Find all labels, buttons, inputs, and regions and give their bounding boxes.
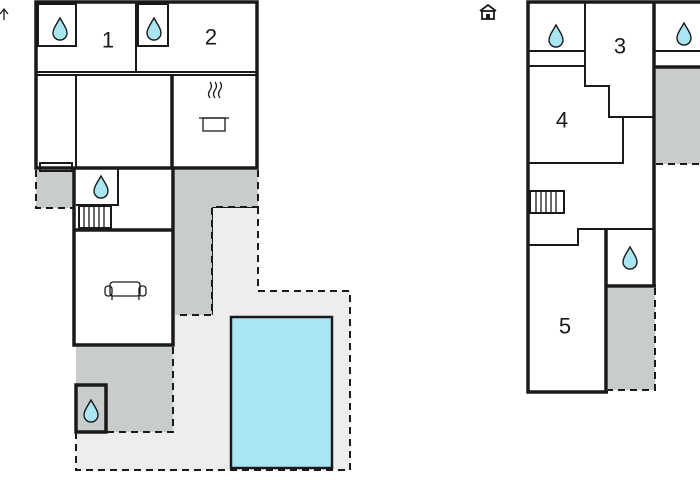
- sofa-icon: [104, 281, 147, 300]
- water-drop-icon: [548, 24, 564, 48]
- room-label-3: 3: [614, 34, 626, 59]
- cooking-pot-icon: [199, 81, 229, 132]
- stairs-icon: [78, 205, 112, 229]
- water-drop-icon: [676, 22, 692, 46]
- water-drop-icon: [52, 17, 68, 41]
- water-drop-icon: [146, 17, 162, 41]
- terrace-lower-right: [608, 288, 655, 390]
- room-label-5: 5: [559, 314, 571, 339]
- house-icon: [479, 3, 497, 20]
- room-label-2: 2: [205, 25, 217, 50]
- terrace-left: [36, 170, 74, 208]
- window: [39, 162, 73, 172]
- ground-floor: 1 2: [0, 0, 351, 471]
- room-label-4: 4: [556, 108, 568, 133]
- pool: [229, 315, 334, 470]
- stairs-icon: [529, 190, 565, 214]
- upper-block-walls: [34, 0, 259, 170]
- small-bath-walls: [74, 383, 108, 434]
- room-label-1: 1: [102, 28, 114, 53]
- terrace-mid: [175, 170, 258, 207]
- water-drop-icon: [622, 246, 638, 270]
- water-drop-icon: [93, 175, 109, 199]
- first-floor-outer-walls: [526, 0, 700, 394]
- terrace-upper-right: [656, 67, 700, 164]
- lower-block-walls: [72, 168, 175, 347]
- first-floor: 3 4 5: [479, 0, 700, 394]
